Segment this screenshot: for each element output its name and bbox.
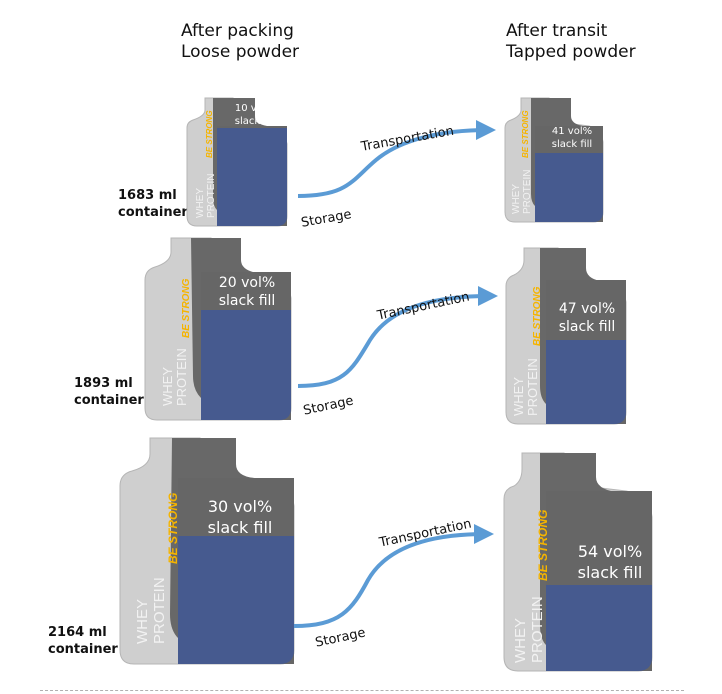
row1-capacity-label: 1683 ml container [118, 188, 188, 220]
row2-capacity-label: 1893 ml container [74, 376, 144, 408]
right-column-heading: After transit Tapped powder [506, 21, 636, 63]
left-heading-line2: Loose powder [181, 42, 300, 62]
row3-after-powder [546, 585, 652, 671]
row2-after-powder [546, 340, 626, 424]
row3-after-slack-label: 54 vol% slack fill [577, 542, 643, 582]
row2-after-slack-label: 47 vol% slack fill [558, 301, 616, 335]
left-heading-line1: After packing [181, 21, 294, 41]
row2-after-bottle: 47 vol% slack fill WHEY PROTEIN BE STRON… [505, 247, 628, 425]
row3-capacity-label: 2164 ml container [48, 625, 118, 657]
row3-after-bottle-shape [503, 452, 653, 672]
row2-before-powder [201, 310, 291, 420]
row1-after-slack-label: 41 vol% slack fill [551, 126, 593, 150]
row1-before-slack-label: 10 vol% slack fill [234, 103, 276, 127]
row1-before-powder [217, 128, 287, 226]
row1-after-bottle-shape [504, 97, 604, 223]
row2-before-slack-label: 20 vol% slack fill [218, 275, 276, 309]
row3-arrow [293, 524, 494, 628]
row1-before-bottle-shape [186, 97, 288, 227]
right-heading-line1: After transit [506, 21, 608, 41]
row1-after-powder [535, 153, 603, 222]
left-column-heading: After packing Loose powder [181, 21, 299, 63]
row2-arrow [297, 286, 498, 388]
right-heading-line2: Tapped powder [506, 42, 636, 62]
row1-after-bottle: 41 vol% slack fill WHEY PROTEIN BE STRON… [504, 97, 609, 223]
row1-arrow [297, 120, 496, 198]
bottom-dashed-divider [40, 690, 684, 691]
row2-before-bottle: 20 vol% slack fill WHEY PROTEIN BE STRON… [144, 237, 295, 421]
row1-before-bottle: 10 vol% slack fill WHEY PROTEIN BE STRON… [186, 97, 295, 227]
row2-after-bottle-shape [505, 247, 627, 425]
row3-before-powder [178, 536, 294, 664]
row3-before-bottle-shape [119, 437, 295, 665]
row3-before-bottle: 30 vol% slack fill WHEY PROTEIN BE STRON… [119, 437, 298, 665]
row3-after-bottle: 54 vol% slack fill WHEY PROTEIN BE STRON… [503, 452, 654, 672]
row2-before-bottle-shape [144, 237, 292, 421]
row3-before-slack-label: 30 vol% slack fill [207, 497, 273, 537]
